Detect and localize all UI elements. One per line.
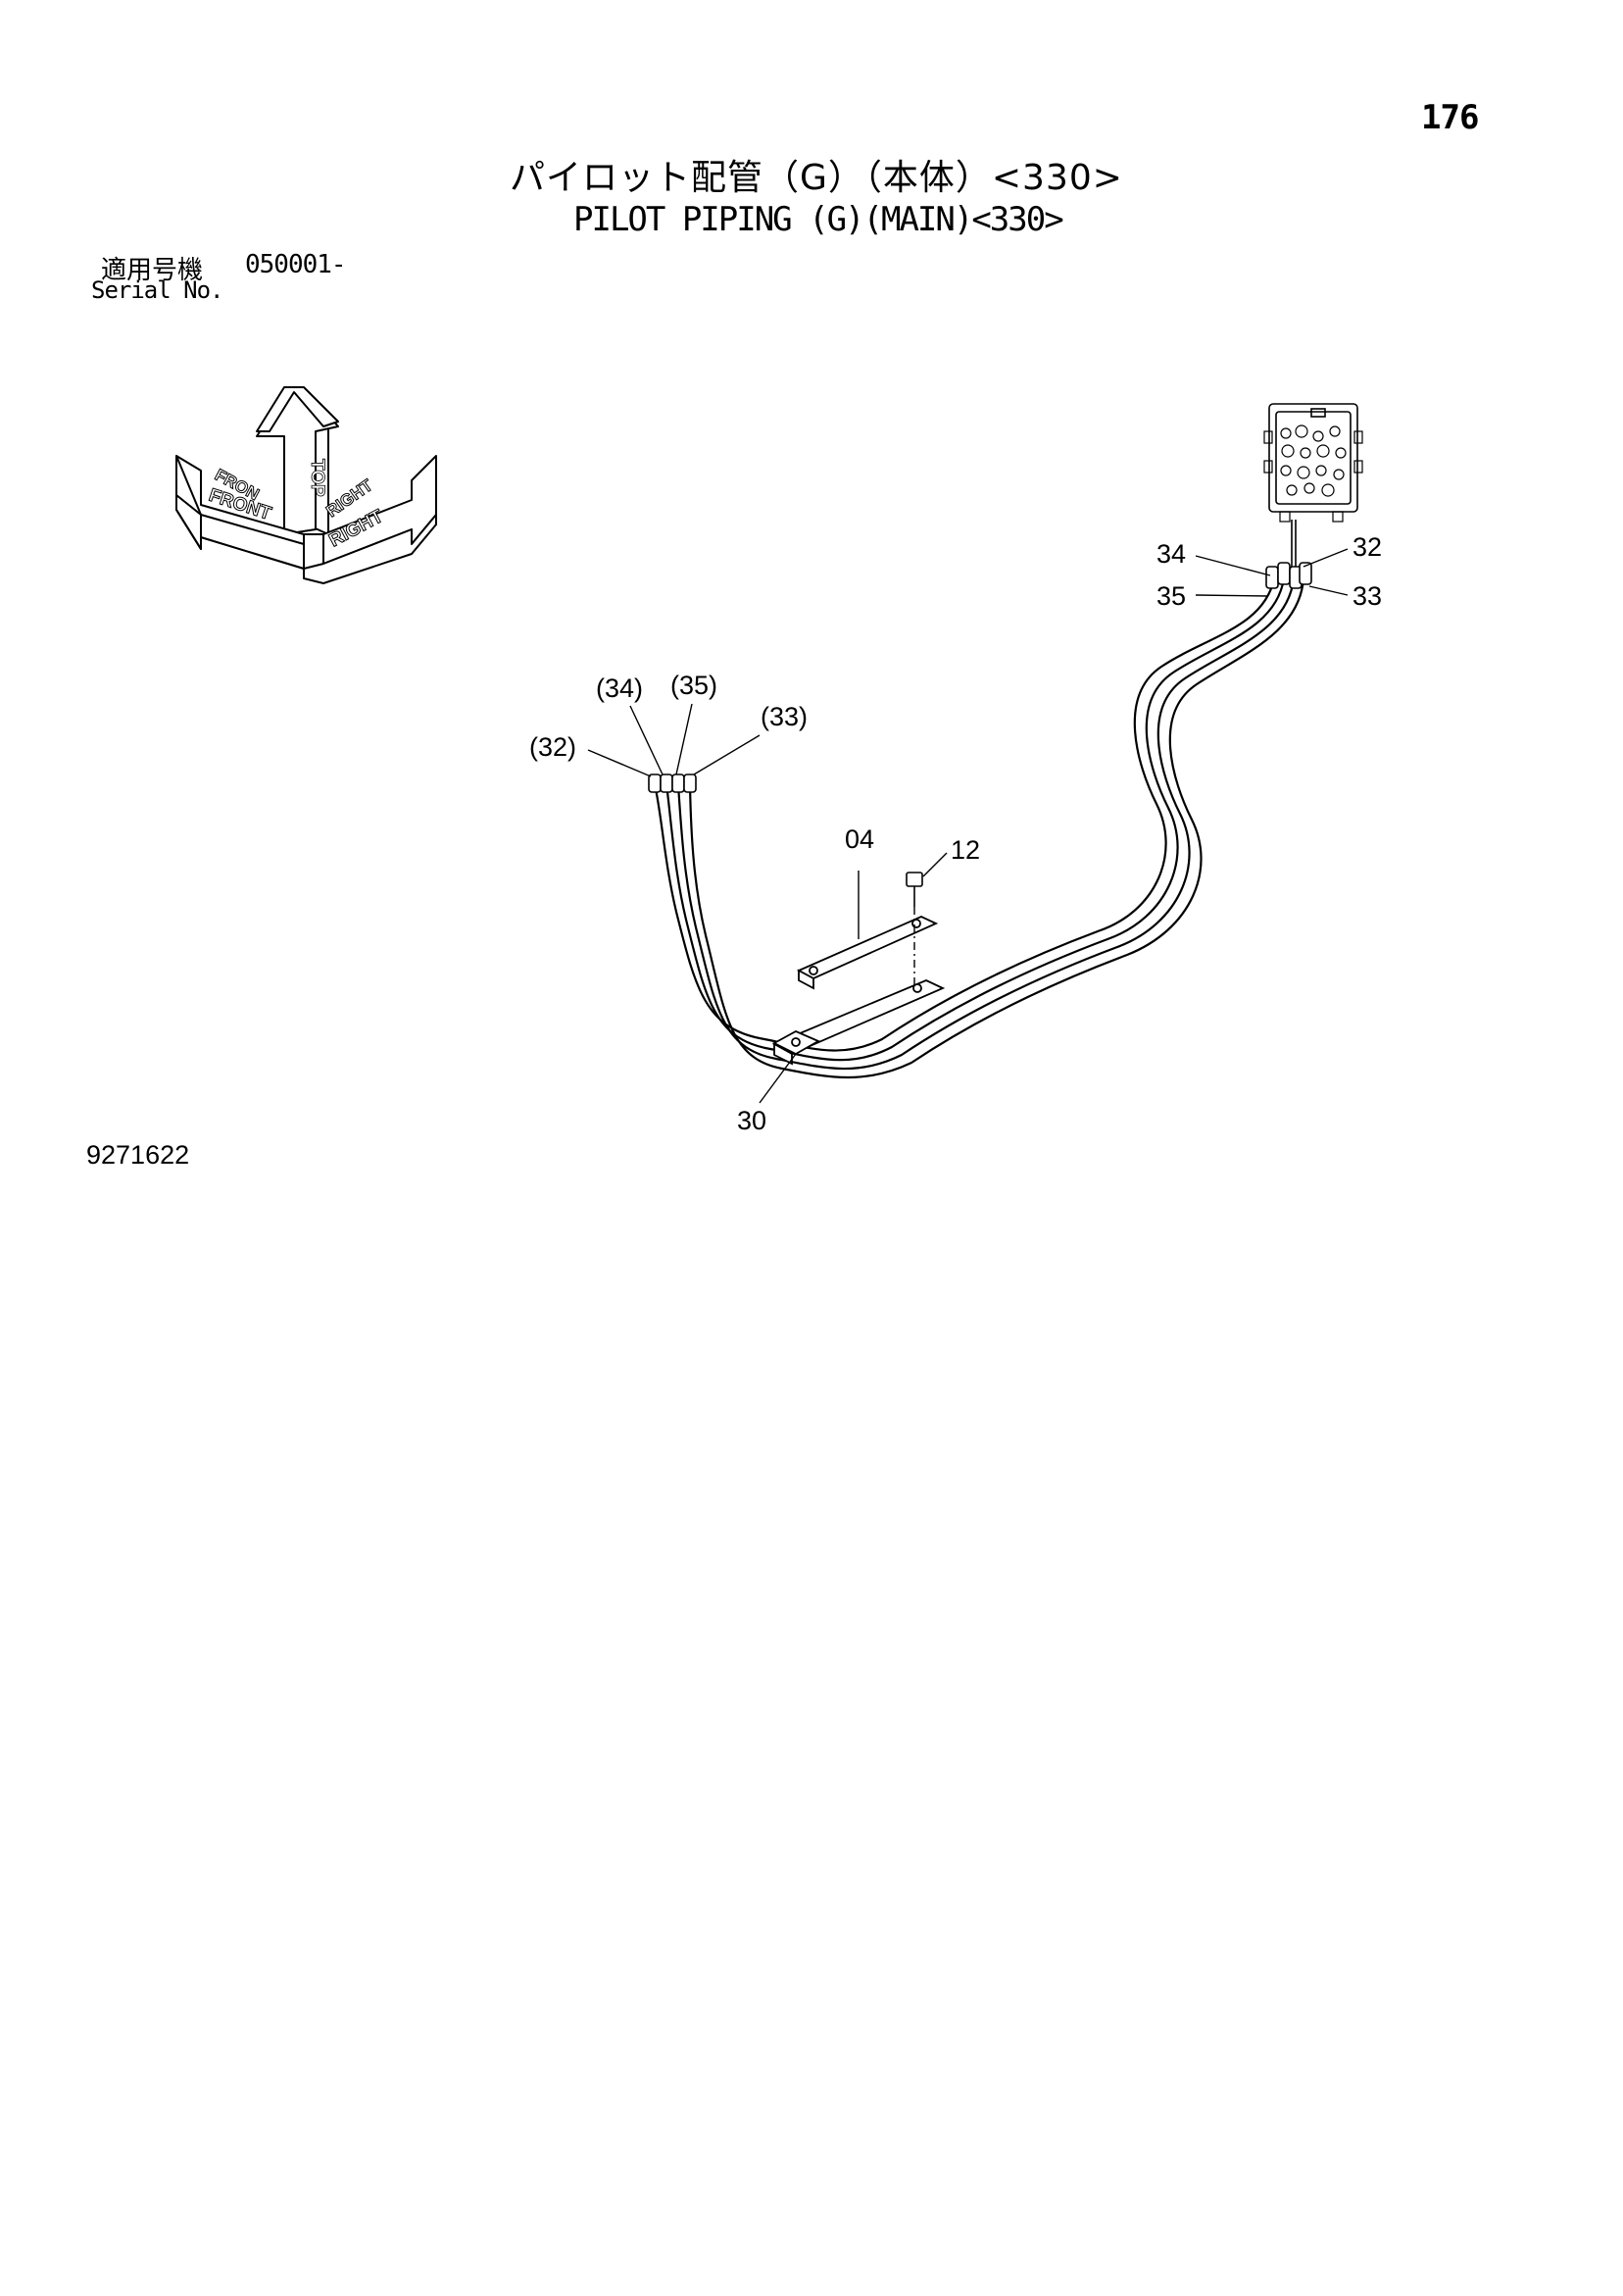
leader-lines bbox=[587, 548, 1349, 1104]
hose-fittings-left bbox=[648, 774, 697, 793]
page-number: 176 bbox=[1421, 98, 1479, 137]
drawing-code: 9271622 bbox=[86, 1140, 190, 1170]
serial-label-english: Serial No. bbox=[91, 276, 223, 304]
callout-35-ref: (35) bbox=[670, 671, 717, 700]
pilot-hoses bbox=[653, 577, 1305, 1079]
orientation-top-label: TOP bbox=[307, 459, 327, 497]
callout-30: 30 bbox=[737, 1106, 766, 1135]
page-title-english: PILOT PIPING (G)(MAIN)<330> bbox=[573, 200, 1064, 239]
orientation-arrows-icon bbox=[175, 386, 437, 584]
callout-35: 35 bbox=[1156, 581, 1186, 611]
serial-number-value: 050001- bbox=[245, 250, 347, 279]
serial-label-japanese: 適用号機 bbox=[101, 256, 204, 285]
clamp-plate bbox=[796, 916, 939, 990]
hose-fittings-top bbox=[1265, 562, 1312, 589]
pilot-valve-block bbox=[1263, 403, 1363, 569]
support-bracket bbox=[771, 979, 946, 1066]
callout-32: 32 bbox=[1352, 532, 1382, 562]
page-title-japanese: パイロット配管（G）（本体）<330> bbox=[510, 158, 1123, 198]
callout-32-ref: (32) bbox=[529, 732, 576, 762]
callout-33-ref: (33) bbox=[761, 702, 808, 731]
callout-34: 34 bbox=[1156, 539, 1186, 569]
callout-34-ref: (34) bbox=[596, 674, 643, 703]
callout-12: 12 bbox=[951, 835, 980, 865]
bolt-12 bbox=[906, 872, 923, 907]
callout-04: 04 bbox=[845, 824, 874, 854]
callout-33: 33 bbox=[1352, 581, 1382, 611]
